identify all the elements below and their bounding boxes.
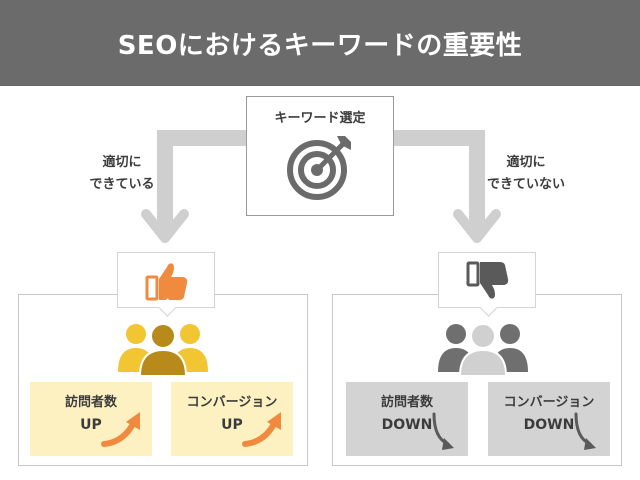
thumbs-up-icon bbox=[145, 263, 188, 301]
keyword-selection-box: キーワード選定 bbox=[246, 96, 394, 216]
visitors-down-card: 訪問者数 DOWN bbox=[346, 382, 468, 456]
thumbs-down-bubble bbox=[438, 252, 536, 308]
connector-left-arrow bbox=[157, 130, 246, 230]
trend-up-arrow-icon bbox=[101, 412, 140, 447]
page-title-text: SEOにおけるキーワードの重要性 bbox=[117, 30, 523, 61]
visitors-up-card: 訪問者数 UP bbox=[30, 382, 152, 456]
conversion-up-card: コンバージョン UP bbox=[171, 382, 293, 456]
thumbs-down-icon bbox=[466, 261, 509, 299]
page-title: SEOにおけるキーワードの重要性 bbox=[0, 0, 640, 86]
users-group-icon-bad bbox=[438, 323, 528, 376]
branch-label-success: 適切に できている bbox=[89, 155, 155, 192]
trend-down-arrow-icon bbox=[432, 412, 454, 450]
conversion-down-card: コンバージョン DOWN bbox=[488, 382, 610, 456]
users-group-icon-good bbox=[118, 323, 208, 376]
trend-down-arrow-icon bbox=[574, 412, 596, 450]
thumbs-up-bubble bbox=[117, 252, 215, 308]
branch-label-failure: 適切に できていない bbox=[486, 155, 565, 192]
connector-right-arrow bbox=[394, 130, 485, 230]
keyword-selection-title: キーワード選定 bbox=[274, 111, 366, 126]
target-icon bbox=[287, 136, 351, 200]
arrowhead-right bbox=[453, 209, 501, 243]
trend-up-arrow-icon bbox=[242, 412, 281, 447]
arrowhead-left bbox=[141, 209, 189, 243]
